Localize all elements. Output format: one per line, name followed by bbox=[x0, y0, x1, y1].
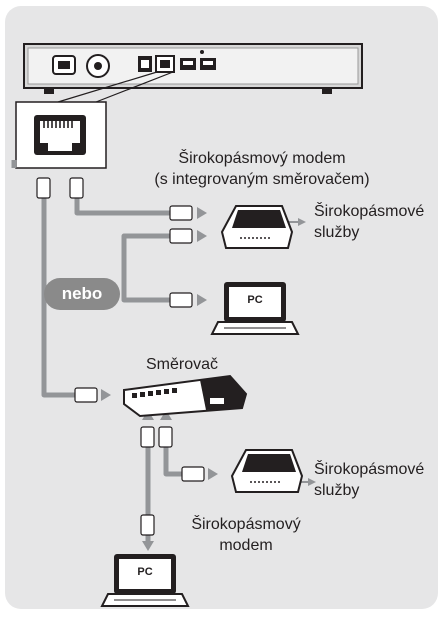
cable-plug bbox=[140, 514, 155, 536]
router-illustration bbox=[123, 374, 248, 418]
arrow-right-icon bbox=[208, 468, 218, 480]
pc-bottom-label: PC bbox=[137, 566, 153, 578]
broadband-services-bottom-line1: Širokopásmové bbox=[314, 461, 425, 478]
modem-bottom-illustration bbox=[230, 449, 304, 493]
or-badge: nebo bbox=[44, 278, 120, 310]
diagram-panel bbox=[5, 6, 438, 609]
router-label: Směrovač bbox=[146, 356, 219, 373]
arrow-down-icon bbox=[142, 541, 154, 551]
arrow-up-icon bbox=[160, 410, 172, 420]
arrow-right-icon bbox=[308, 478, 316, 486]
cable-plug bbox=[140, 426, 155, 448]
lan-port-callout bbox=[15, 101, 107, 169]
cable-plug bbox=[169, 292, 193, 308]
cable-router-to-modem bbox=[163, 446, 182, 477]
cable-to-router bbox=[41, 190, 75, 398]
cable-modem-router-to-pc bbox=[121, 233, 172, 303]
modem-router-label-line1: Širokopásmový modem bbox=[178, 150, 346, 167]
cable-plug bbox=[74, 387, 98, 403]
cable-plug bbox=[69, 177, 84, 199]
arrow-right-icon bbox=[197, 230, 207, 242]
arrow-right-icon bbox=[197, 294, 207, 306]
modem-bottom-line1: Širokopásmový bbox=[191, 516, 301, 533]
modem-bottom-line2: modem bbox=[219, 537, 273, 554]
pc-top-label: PC bbox=[247, 294, 263, 306]
modem-router-label: Širokopásmový modem (s integrovaným směr… bbox=[142, 148, 382, 190]
cable-plug bbox=[169, 228, 193, 244]
modem-router-illustration bbox=[220, 205, 294, 249]
broadband-services-top-label: Širokopásmové služby bbox=[314, 201, 424, 243]
arrow-right-icon bbox=[101, 389, 111, 401]
cable-plug bbox=[158, 426, 173, 448]
laptop-pc-top-illustration bbox=[210, 282, 300, 335]
broadband-services-top-line1: Širokopásmové bbox=[314, 203, 425, 220]
modem-router-label-line2: (s integrovaným směrovačem) bbox=[154, 171, 370, 188]
player-rear-panel-illustration bbox=[23, 43, 363, 94]
cable-plug bbox=[169, 205, 193, 221]
broadband-services-top-line2: služby bbox=[314, 224, 360, 241]
broadband-services-bottom-label: Širokopásmové služby bbox=[314, 459, 424, 501]
modem-bottom-label: Širokopásmový modem bbox=[176, 514, 316, 556]
arrow-right-icon bbox=[298, 218, 306, 226]
cable-plug bbox=[181, 466, 205, 482]
cable-plug bbox=[36, 177, 51, 199]
broadband-services-bottom-line2: služby bbox=[314, 482, 360, 499]
arrow-right-icon bbox=[197, 207, 207, 219]
laptop-pc-bottom-illustration bbox=[100, 554, 190, 607]
